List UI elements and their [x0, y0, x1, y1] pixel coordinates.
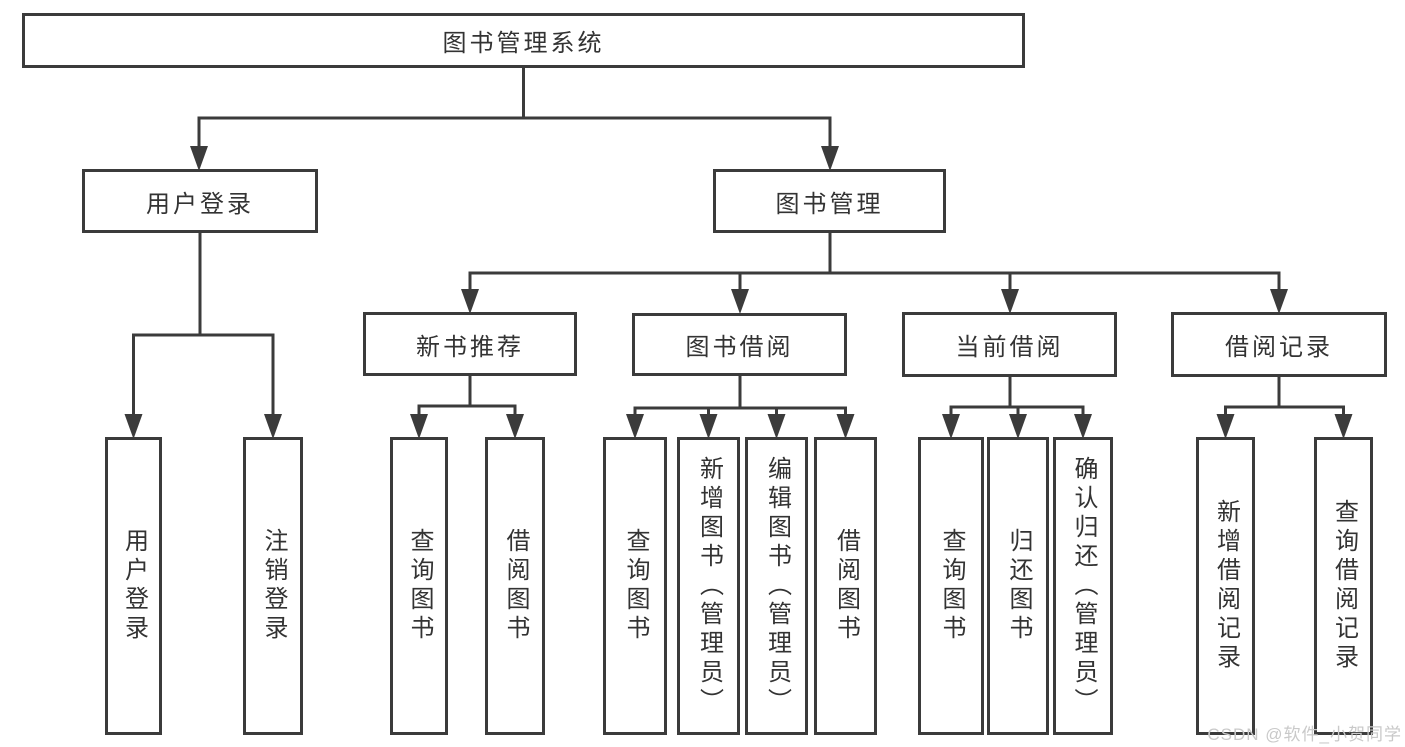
- node-label: 新增图书（管理员）: [695, 455, 723, 717]
- node-label: 查询图书: [938, 528, 965, 644]
- leaf-borrow-books-recommend: 借阅图书: [485, 437, 545, 735]
- leaf-search-books-current: 查询图书: [918, 437, 984, 735]
- node-book-borrowing: 图书借阅: [632, 313, 847, 376]
- leaf-user-login: 用户登录: [105, 437, 162, 735]
- node-label: 编辑图书（管理员）: [763, 455, 791, 717]
- node-label: 查询借阅记录: [1330, 499, 1358, 673]
- node-label: 注销登录: [260, 528, 287, 644]
- node-label: 图书借阅: [685, 334, 794, 361]
- leaf-logout: 注销登录: [243, 437, 303, 735]
- node-label: 查询图书: [622, 528, 649, 644]
- leaf-add-borrow-record: 新增借阅记录: [1196, 437, 1255, 735]
- leaf-search-borrow-record: 查询借阅记录: [1314, 437, 1373, 735]
- node-label: 图书管理系统: [442, 30, 605, 57]
- node-label: 用户登录: [120, 528, 148, 644]
- node-label: 新增借阅记录: [1212, 499, 1240, 673]
- node-library-system: 图书管理系统: [22, 13, 1025, 68]
- node-label: 新书推荐: [416, 333, 524, 361]
- node-book-management: 图书管理: [713, 169, 946, 233]
- leaf-add-book-admin: 新增图书（管理员）: [677, 437, 740, 735]
- leaf-edit-book-admin: 编辑图书（管理员）: [745, 437, 808, 735]
- node-label: 归还图书: [1005, 528, 1032, 644]
- node-label: 借阅图书: [832, 528, 860, 644]
- node-label: 借阅记录: [1225, 334, 1333, 361]
- node-label: 查询图书: [406, 528, 433, 644]
- leaf-confirm-return-admin: 确认归还（管理员）: [1053, 437, 1113, 735]
- node-borrowing-records: 借阅记录: [1171, 312, 1387, 377]
- node-label: 确认归还（管理员）: [1070, 455, 1097, 717]
- node-label: 图书管理: [775, 190, 884, 218]
- leaf-search-books-recommend: 查询图书: [390, 437, 448, 735]
- node-new-book-recommendation: 新书推荐: [363, 312, 577, 376]
- csdn-watermark: CSDN @软件_小贺同学: [1207, 725, 1402, 744]
- leaf-borrow-books-borrowing: 借阅图书: [814, 437, 877, 735]
- node-current-borrowing: 当前借阅: [902, 312, 1117, 377]
- leaf-search-books-borrowing: 查询图书: [603, 437, 667, 735]
- node-label: 当前借阅: [955, 334, 1064, 361]
- node-label: 借阅图书: [502, 528, 529, 644]
- node-label: 用户登录: [146, 190, 254, 218]
- leaf-return-books: 归还图书: [987, 437, 1049, 735]
- node-user-login: 用户登录: [82, 169, 318, 233]
